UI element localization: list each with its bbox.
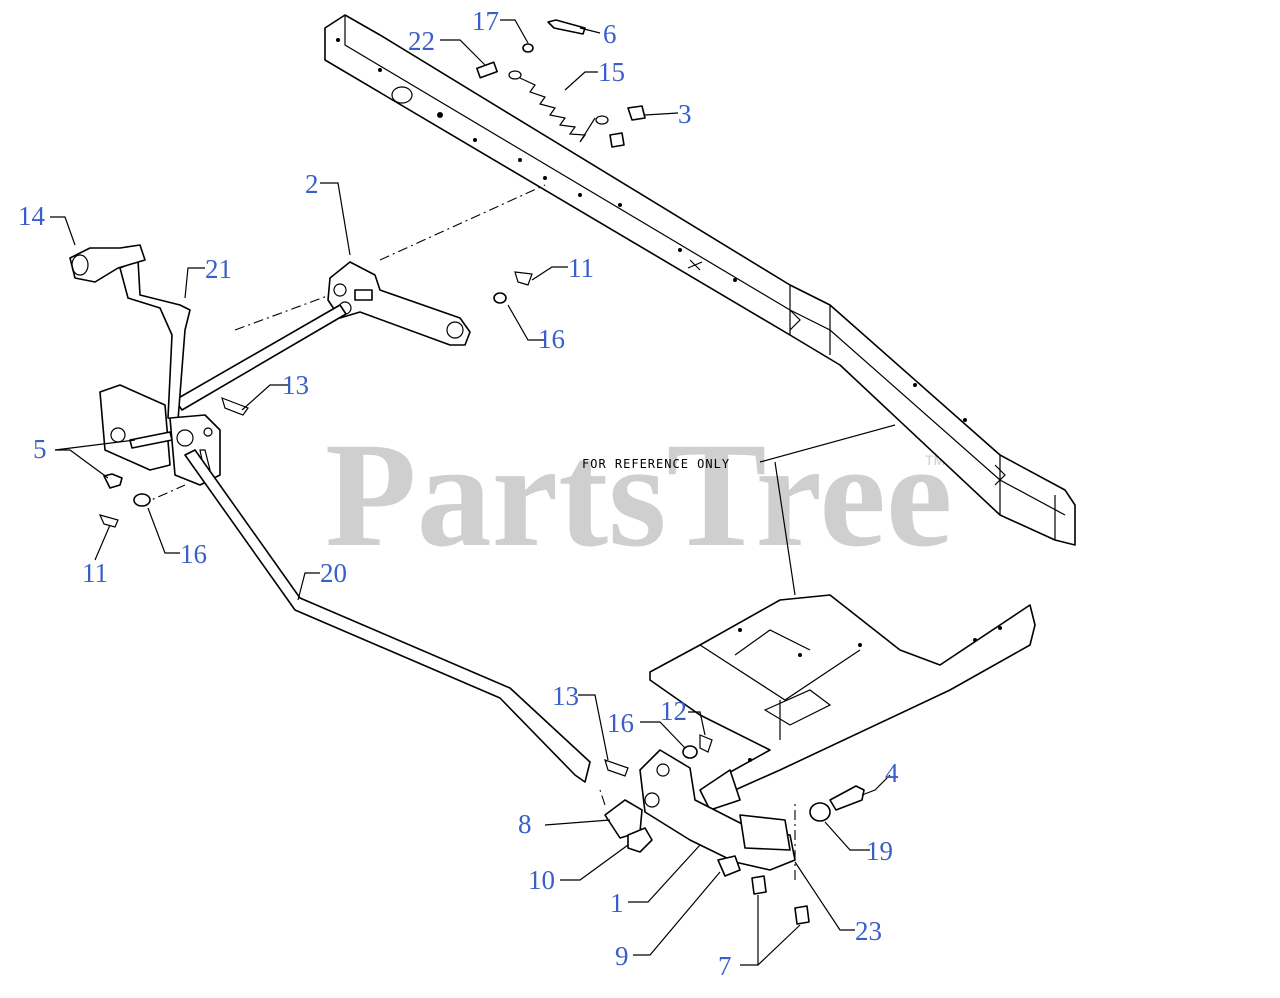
hairpin-clip [604,759,629,777]
callout-16[interactable]: 16 [607,708,634,738]
handle-grip [69,244,146,283]
washer-16 [493,292,507,304]
callout-4[interactable]: 4 [885,758,899,788]
callout-23[interactable]: 23 [855,916,882,946]
callout-3[interactable]: 3 [678,99,692,129]
hairpin-clip [514,271,533,286]
callout-8[interactable]: 8 [518,809,532,839]
bushing-8 [604,799,643,839]
callout-20[interactable]: 20 [320,558,347,588]
reference-line [599,789,606,806]
spring [508,70,609,143]
callout-10[interactable]: 10 [528,865,555,895]
callout-12[interactable]: 12 [660,696,687,726]
bolt-7 [751,875,767,895]
lower-bracket [639,749,796,871]
callout-19[interactable]: 19 [866,836,893,866]
watermark-text: PartsTree [325,412,952,578]
lift-handle-rod [119,259,191,421]
washer-19 [809,802,831,822]
callout-15[interactable]: 15 [598,57,625,87]
callout-5[interactable]: 5 [33,434,47,464]
callout-11[interactable]: 11 [568,253,594,283]
callout-13[interactable]: 13 [282,370,309,400]
reference-line [379,184,546,261]
frame-rail [324,14,1076,546]
callout-16[interactable]: 16 [180,539,207,569]
washer-16 [682,745,698,759]
hairpin-clip [699,734,713,753]
callouts: 22 17 6 15 3 2 14 21 11 16 13 5 11 16 20… [18,6,899,981]
lift-arm [327,261,471,346]
callout-14[interactable]: 14 [18,201,46,231]
lower-frame [649,594,1036,811]
bolt-3b [609,132,625,148]
hairpin-clip [98,514,119,528]
reference-line [234,294,331,331]
nut-9 [717,855,741,877]
callout-leaders [50,19,891,966]
washer-17 [522,43,534,53]
callout-16[interactable]: 16 [538,324,565,354]
callout-17[interactable]: 17 [472,6,499,36]
bolt-5 [103,473,123,489]
bolt-3 [627,105,646,121]
callout-9[interactable]: 9 [615,941,629,971]
pin [476,61,498,79]
callout-1[interactable]: 1 [610,888,624,918]
note-leader [759,424,896,596]
bolt-4 [829,785,865,811]
bolt-7b [794,905,810,925]
callout-21[interactable]: 21 [205,254,232,284]
bolt-6 [547,19,586,35]
reference-note: FOR REFERENCE ONLY [582,457,730,471]
callout-7[interactable]: 7 [718,951,732,981]
callout-2[interactable]: 2 [305,169,319,199]
callout-22[interactable]: 22 [408,26,435,56]
callout-11[interactable]: 11 [82,558,108,588]
frame-holes [336,38,967,422]
callout-6[interactable]: 6 [603,19,617,49]
hairpin-clip [221,397,249,416]
lift-link-rod [184,449,591,783]
washer-16 [133,493,151,507]
callout-13[interactable]: 13 [552,681,579,711]
nut-10 [627,827,653,853]
